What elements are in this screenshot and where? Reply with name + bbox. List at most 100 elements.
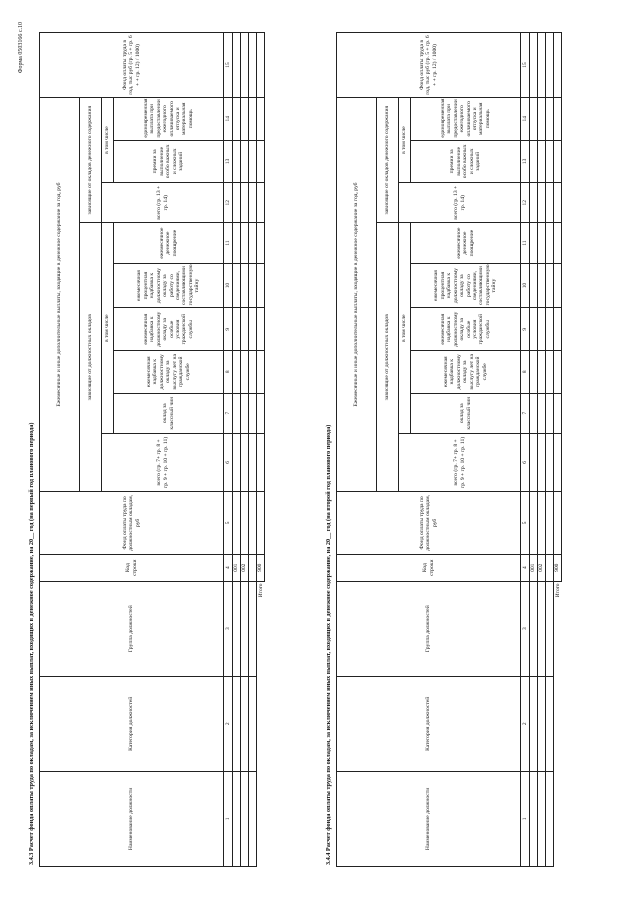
total-value[interactable] xyxy=(256,433,265,492)
total-value[interactable] xyxy=(256,350,265,394)
cell-value[interactable] xyxy=(248,433,257,492)
cell-value[interactable] xyxy=(537,182,546,223)
cell-value[interactable] xyxy=(232,182,241,223)
cell-category[interactable] xyxy=(232,676,241,772)
total-value[interactable] xyxy=(256,307,265,351)
cell-value[interactable] xyxy=(529,307,538,351)
cell-value[interactable] xyxy=(232,433,241,492)
total-value[interactable] xyxy=(256,32,265,98)
cell-group[interactable] xyxy=(529,581,538,677)
total-value[interactable] xyxy=(256,182,265,223)
cell-value[interactable] xyxy=(240,433,249,492)
cell-value[interactable] xyxy=(240,263,249,308)
cell-value[interactable] xyxy=(529,97,538,141)
cell-value[interactable] xyxy=(232,140,241,183)
cell-value[interactable] xyxy=(232,222,241,264)
cell-value[interactable] xyxy=(537,97,546,141)
cell-value[interactable] xyxy=(529,433,538,492)
cell-value[interactable] xyxy=(545,97,554,141)
cell-value[interactable] xyxy=(529,32,538,98)
total-value[interactable] xyxy=(553,491,562,555)
cell-value[interactable] xyxy=(537,433,546,492)
cell-group[interactable] xyxy=(545,581,554,677)
cell-value[interactable] xyxy=(248,32,257,98)
cell-group[interactable] xyxy=(537,581,546,677)
cell-value[interactable] xyxy=(537,222,546,264)
cell-name[interactable] xyxy=(545,771,554,867)
cell-value[interactable] xyxy=(537,263,546,308)
cell-value[interactable] xyxy=(240,140,249,183)
cell-value[interactable] xyxy=(529,393,538,434)
cell-category[interactable] xyxy=(537,676,546,772)
cell-value[interactable] xyxy=(248,222,257,264)
cell-value[interactable] xyxy=(545,140,554,183)
cell-name[interactable] xyxy=(232,771,241,867)
total-value[interactable] xyxy=(553,307,562,351)
total-value[interactable] xyxy=(553,393,562,434)
cell-category[interactable] xyxy=(529,676,538,772)
total-value[interactable] xyxy=(553,97,562,141)
cell-value[interactable] xyxy=(537,491,546,555)
cell-value[interactable] xyxy=(529,350,538,394)
cell-value[interactable] xyxy=(529,182,538,223)
cell-value[interactable] xyxy=(248,97,257,141)
cell-value[interactable] xyxy=(248,350,257,394)
cell-value[interactable] xyxy=(232,97,241,141)
cell-value[interactable] xyxy=(240,32,249,98)
total-value[interactable] xyxy=(553,32,562,98)
total-value[interactable] xyxy=(256,140,265,183)
total-value[interactable] xyxy=(553,263,562,308)
cell-value[interactable] xyxy=(240,350,249,394)
cell-value[interactable] xyxy=(248,182,257,223)
total-value[interactable] xyxy=(256,393,265,434)
total-value[interactable] xyxy=(553,433,562,492)
cell-value[interactable] xyxy=(240,393,249,434)
cell-group[interactable] xyxy=(240,581,249,677)
cell-value[interactable] xyxy=(240,182,249,223)
cell-value[interactable] xyxy=(537,350,546,394)
cell-value[interactable] xyxy=(248,140,257,183)
cell-value[interactable] xyxy=(529,222,538,264)
cell-name[interactable] xyxy=(240,771,249,867)
cell-value[interactable] xyxy=(545,393,554,434)
cell-value[interactable] xyxy=(232,393,241,434)
total-value[interactable] xyxy=(553,182,562,223)
cell-value[interactable] xyxy=(232,263,241,308)
cell-value[interactable] xyxy=(248,307,257,351)
cell-group[interactable] xyxy=(248,581,257,677)
cell-value[interactable] xyxy=(545,32,554,98)
cell-group[interactable] xyxy=(232,581,241,677)
total-value[interactable] xyxy=(553,222,562,264)
cell-value[interactable] xyxy=(529,140,538,183)
cell-value[interactable] xyxy=(545,222,554,264)
cell-name[interactable] xyxy=(529,771,538,867)
cell-value[interactable] xyxy=(537,307,546,351)
cell-value[interactable] xyxy=(545,182,554,223)
cell-value[interactable] xyxy=(248,393,257,434)
cell-value[interactable] xyxy=(248,263,257,308)
cell-category[interactable] xyxy=(545,676,554,772)
cell-value[interactable] xyxy=(545,263,554,308)
cell-value[interactable] xyxy=(545,350,554,394)
cell-category[interactable] xyxy=(248,676,257,772)
cell-value[interactable] xyxy=(240,491,249,555)
total-value[interactable] xyxy=(553,140,562,183)
cell-value[interactable] xyxy=(529,263,538,308)
cell-category[interactable] xyxy=(240,676,249,772)
cell-value[interactable] xyxy=(232,350,241,394)
cell-value[interactable] xyxy=(232,307,241,351)
cell-value[interactable] xyxy=(240,222,249,264)
cell-value[interactable] xyxy=(537,140,546,183)
total-value[interactable] xyxy=(256,222,265,264)
cell-value[interactable] xyxy=(248,491,257,555)
cell-name[interactable] xyxy=(248,771,257,867)
total-value[interactable] xyxy=(256,97,265,141)
total-value[interactable] xyxy=(256,263,265,308)
cell-value[interactable] xyxy=(240,307,249,351)
cell-value[interactable] xyxy=(537,32,546,98)
cell-value[interactable] xyxy=(232,491,241,555)
cell-value[interactable] xyxy=(545,433,554,492)
total-value[interactable] xyxy=(553,350,562,394)
total-value[interactable] xyxy=(256,491,265,555)
cell-value[interactable] xyxy=(537,393,546,434)
